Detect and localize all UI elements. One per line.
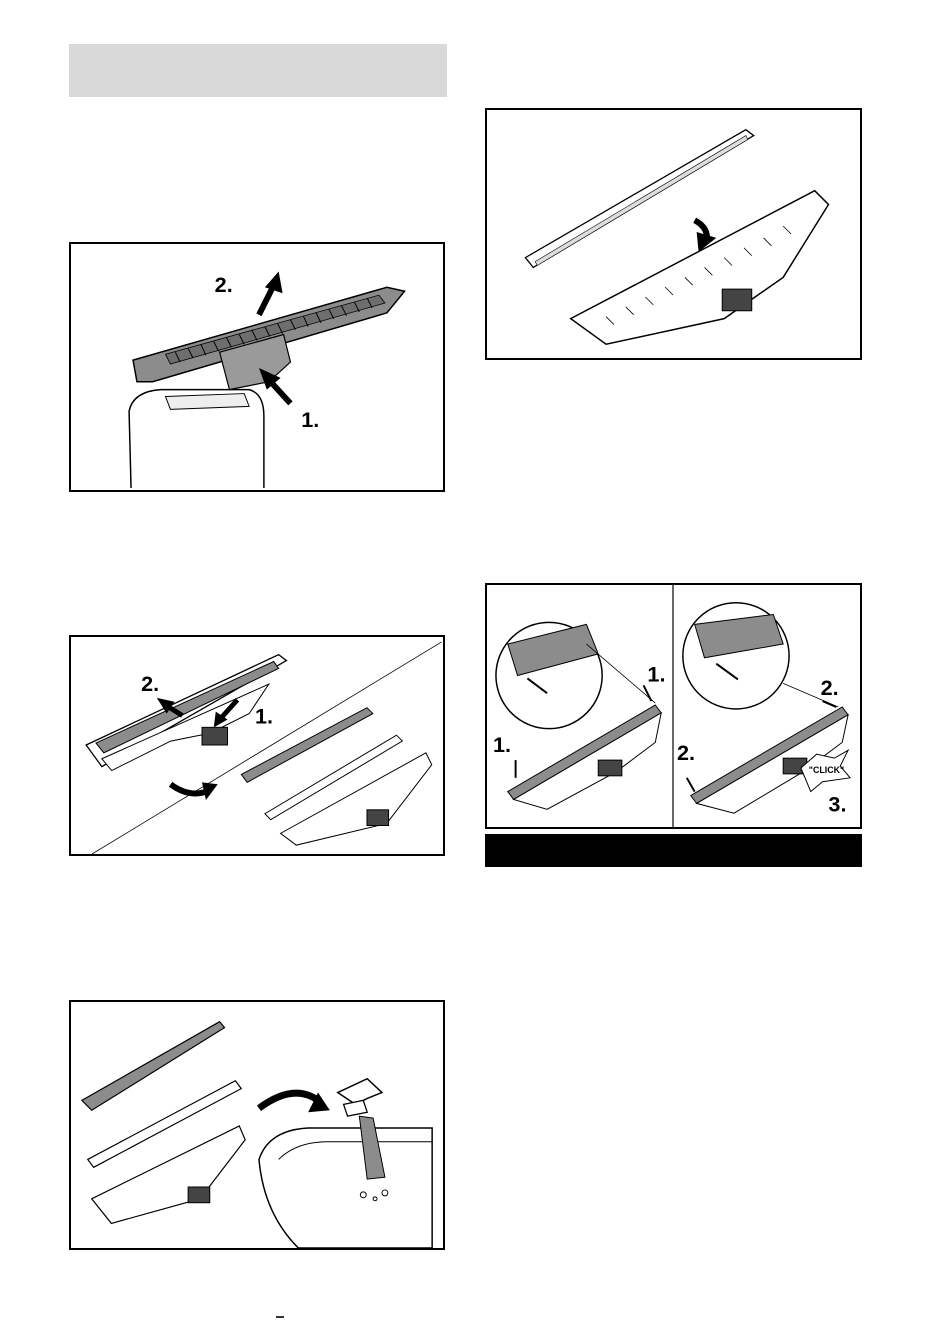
step-1-label: 1. <box>647 661 665 686</box>
lock-attachment-illustration: 1. 1. "CLICK" 2. 2. 3. <box>487 585 860 827</box>
click-label: "CLICK" <box>809 765 844 775</box>
step-2-label-left: 2. <box>677 740 695 765</box>
step-2-label: 2. <box>821 675 839 700</box>
figure-remove-attachment: 1. 2. <box>69 242 445 492</box>
step-1-label: 1. <box>255 703 273 728</box>
section-header-bar <box>69 44 447 97</box>
section-black-bar <box>485 834 862 867</box>
step-2-label: 2. <box>141 671 159 696</box>
disassemble-parts-illustration: 2. 1. <box>71 637 443 854</box>
page-mark <box>276 1316 284 1318</box>
step-2-label: 2. <box>215 272 233 297</box>
step-1-label-left: 1. <box>493 732 511 757</box>
figure-lock-attachment: 1. 1. "CLICK" 2. 2. 3. <box>485 583 862 829</box>
figure-wash-parts <box>69 1000 445 1250</box>
figure-insert-lip <box>485 108 862 360</box>
insert-lip-illustration <box>487 110 860 358</box>
step-1-label: 1. <box>301 407 319 432</box>
wash-parts-illustration <box>71 1002 443 1248</box>
remove-attachment-illustration: 1. 2. <box>71 244 443 490</box>
figure-disassemble-parts: 2. 1. <box>69 635 445 856</box>
step-3-label: 3. <box>828 791 846 816</box>
